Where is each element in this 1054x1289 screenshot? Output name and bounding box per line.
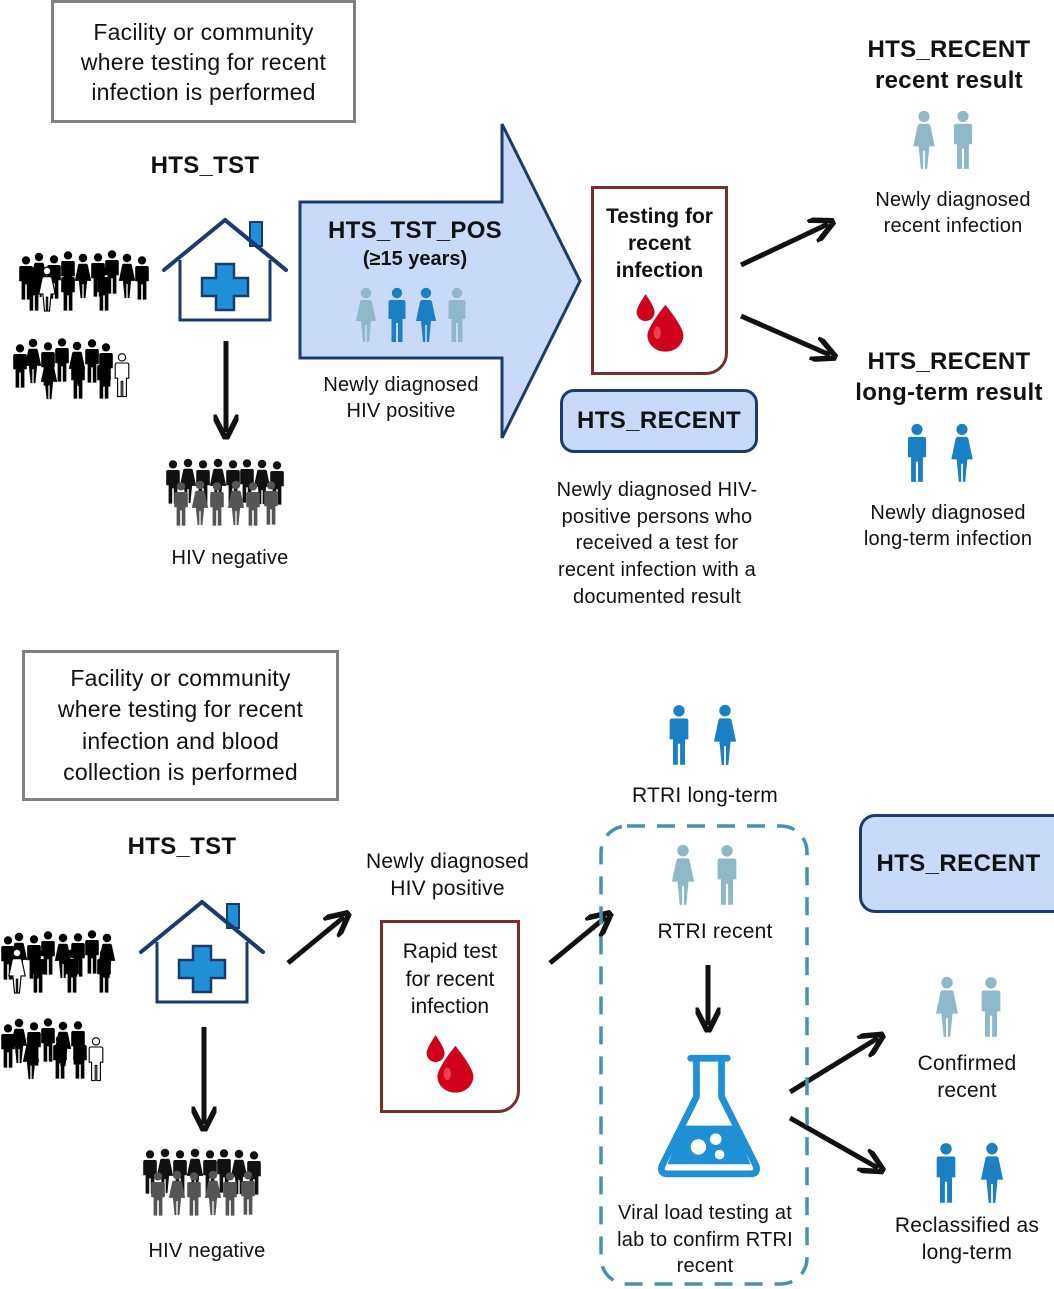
top-big-arrow-title: HTS_TST_POS bbox=[327, 217, 502, 244]
top-recent-people-icon bbox=[913, 110, 973, 169]
top-newly-diagnosed-label: Newly diagnosed HIV positive bbox=[323, 374, 479, 422]
bottom-hts-tst-label: HTS_TST bbox=[127, 833, 237, 860]
top-hts-tst-label: HTS_TST bbox=[150, 152, 260, 179]
bottom-blood-drops-icon bbox=[423, 1033, 477, 1093]
top-hiv-negative-label: HIV negative bbox=[171, 547, 289, 569]
bottom-hts-recent-box: HTS_RECENT bbox=[859, 814, 1054, 913]
top-recent-result-desc: Newly diagnosed recent infection bbox=[875, 189, 1031, 237]
top-longterm-people-icon bbox=[907, 423, 973, 482]
bottom-house-icon bbox=[137, 896, 267, 1006]
bottom-rtri-longterm-label: RTRI long-term bbox=[632, 784, 778, 807]
top-arrow-people-icon bbox=[356, 287, 466, 342]
bottom-confirmed-recent-label: Confirmed recent bbox=[917, 1052, 1017, 1102]
bottom-newly-diagnosed-label: Newly diagnosed HIV positive bbox=[366, 850, 529, 900]
top-hts-recent-description: Newly diagnosed HIV-positive persons who… bbox=[556, 479, 758, 608]
bottom-rtri-recent-people-icon bbox=[671, 844, 737, 905]
top-recent-result-title-2: recent result bbox=[875, 67, 1023, 94]
top-negative-crowd-icon bbox=[166, 458, 284, 526]
bottom-lab-dashed-container bbox=[599, 824, 809, 1286]
top-big-arrow bbox=[298, 123, 582, 439]
top-recent-result-title: HTS_RECENT recent result bbox=[845, 34, 1053, 96]
top-blood-drops-icon bbox=[633, 292, 687, 352]
top-setting-box: Facility or community where testing for … bbox=[51, 0, 356, 123]
top-big-arrow-subtitle: (≥15 years) bbox=[362, 248, 468, 270]
top-hts-recent-box-text: HTS_RECENT bbox=[576, 407, 742, 434]
top-longterm-result-desc: Newly diagnosed long-term infection bbox=[863, 502, 1033, 550]
flask-icon bbox=[656, 1054, 762, 1180]
bottom-hiv-negative-label: HIV negative bbox=[148, 1240, 266, 1262]
bottom-setting-box-text: Facility or community where testing for … bbox=[57, 664, 304, 786]
bottom-rapid-test-box-text: Rapid test for recent infection bbox=[402, 940, 498, 1018]
bottom-rtri-recent-label: RTRI recent bbox=[657, 920, 773, 943]
top-testing-box-text: Testing for recent infection bbox=[606, 205, 713, 282]
bottom-hts-recent-box-text: HTS_RECENT bbox=[876, 849, 1041, 877]
bottom-confirmed-recent-people-icon bbox=[935, 976, 1001, 1037]
bottom-rapid-test-box: Rapid test for recent infection bbox=[380, 920, 520, 1113]
bottom-rtri-longterm-people-icon bbox=[669, 704, 737, 765]
top-testing-box: Testing for recent infection bbox=[591, 186, 728, 375]
top-recent-result-title-1: HTS_RECENT bbox=[867, 36, 1031, 63]
top-longterm-result-title: HTS_RECENT long-term result bbox=[845, 346, 1053, 408]
top-longterm-result-title-2: long-term result bbox=[855, 379, 1043, 406]
bottom-setting-box: Facility or community where testing for … bbox=[22, 650, 339, 801]
bottom-viral-load-label: Viral load testing at lab to confirm RTR… bbox=[617, 1202, 793, 1277]
top-setting-box-text: Facility or community where testing for … bbox=[80, 18, 327, 105]
bottom-reclassified-label: Reclassified as long-term bbox=[894, 1214, 1040, 1264]
top-house-icon bbox=[160, 214, 290, 324]
bottom-reclassified-people-icon bbox=[936, 1142, 1004, 1203]
top-longterm-result-title-1: HTS_RECENT bbox=[867, 348, 1031, 375]
bottom-negative-crowd-icon bbox=[143, 1148, 261, 1216]
top-hts-recent-box: HTS_RECENT bbox=[560, 389, 758, 453]
